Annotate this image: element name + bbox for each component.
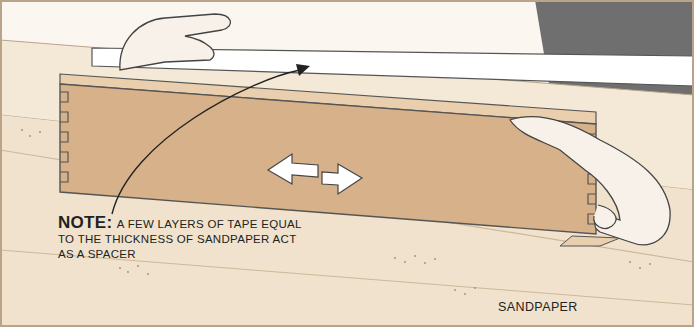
motion-arrow xyxy=(322,164,362,194)
leader-arrowhead xyxy=(296,64,310,76)
leader-line xyxy=(112,70,300,214)
left-hand xyxy=(120,14,231,70)
part-name: SANDPAPER xyxy=(498,300,578,314)
dovetails xyxy=(60,92,68,182)
part-label-box: SANDPAPER xyxy=(498,300,578,314)
thumb xyxy=(594,205,616,228)
drawer-side xyxy=(60,84,596,234)
board-foot xyxy=(560,236,620,246)
motion-arrow xyxy=(268,154,318,184)
right-hand xyxy=(510,117,670,245)
note-heading: NOTE: xyxy=(58,213,112,232)
note-text: NOTE: A FEW LAYERS OF TAPE EQUAL TO THE … xyxy=(58,216,308,261)
